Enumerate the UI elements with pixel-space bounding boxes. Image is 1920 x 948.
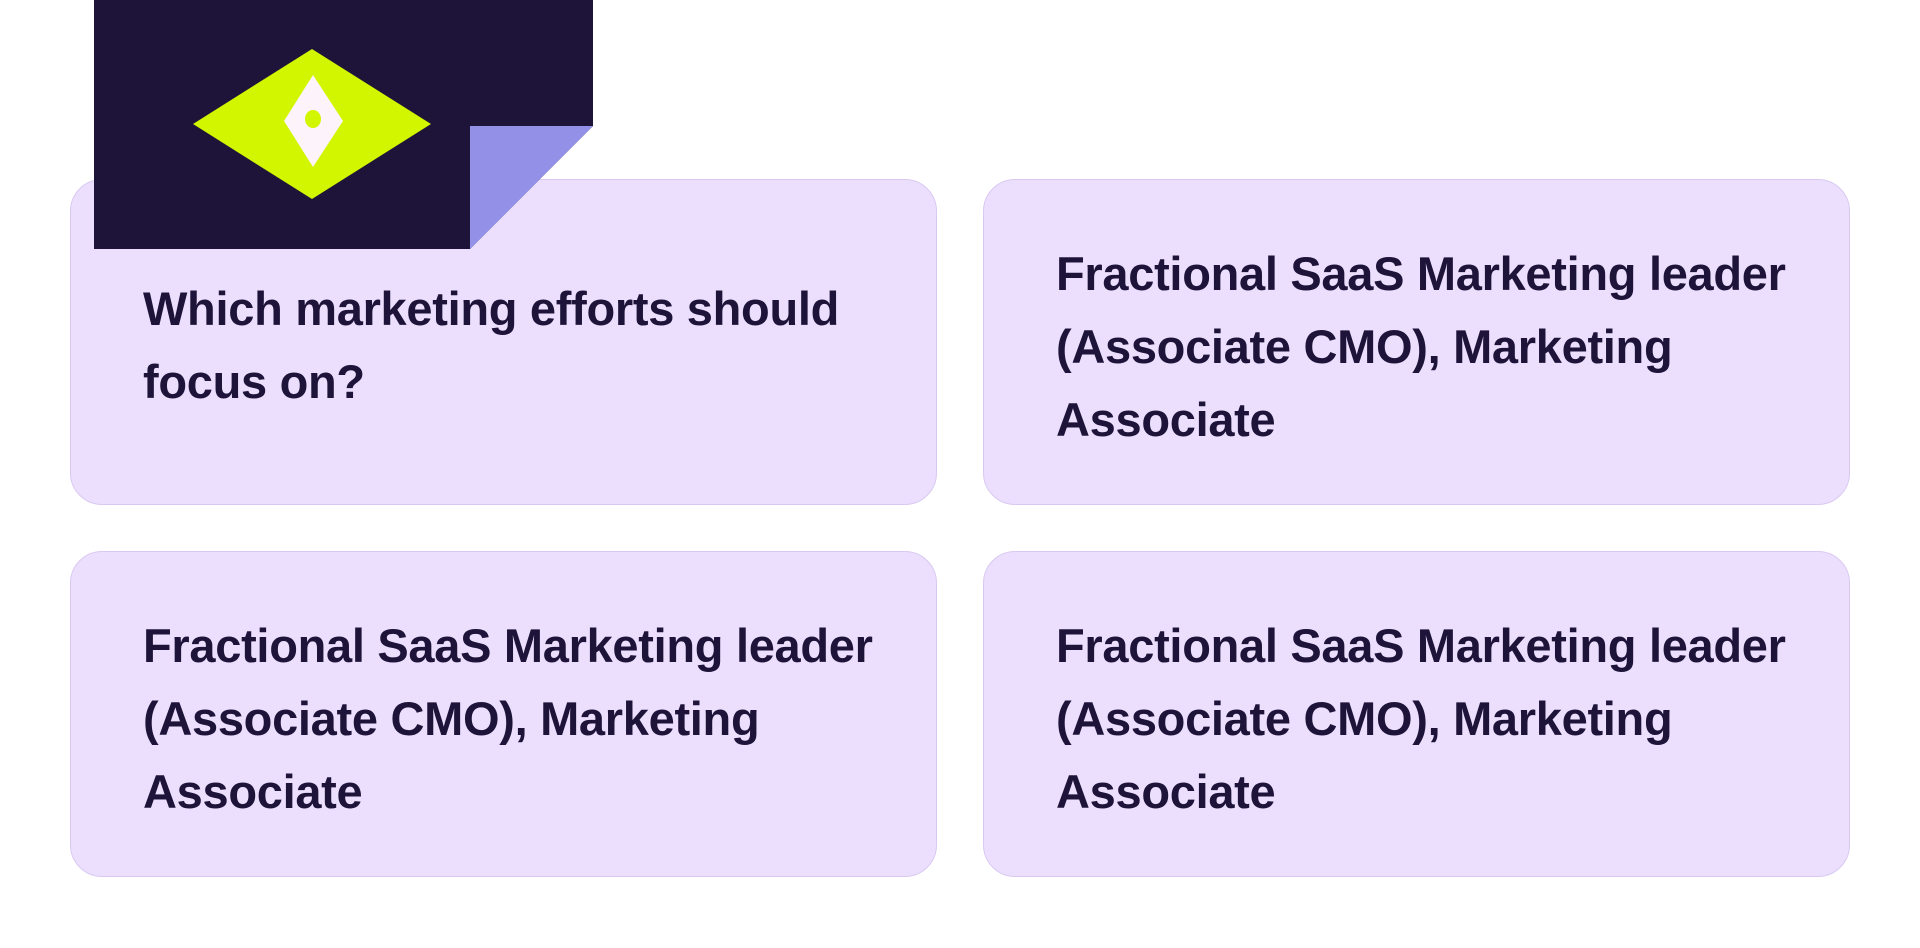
question-card: Which marketing efforts should focus on? [70, 179, 937, 505]
diamond-logo-icon [94, 0, 593, 249]
answer-text: Fractional SaaS Marketing leader (Associ… [143, 619, 873, 818]
question-text: Which marketing efforts should focus on? [143, 282, 840, 408]
answer-card: Fractional SaaS Marketing leader (Associ… [983, 179, 1850, 505]
answer-card: Fractional SaaS Marketing leader (Associ… [70, 551, 937, 877]
answer-card: Fractional SaaS Marketing leader (Associ… [983, 551, 1850, 877]
answer-text: Fractional SaaS Marketing leader (Associ… [1056, 247, 1786, 446]
answer-text: Fractional SaaS Marketing leader (Associ… [1056, 619, 1786, 818]
